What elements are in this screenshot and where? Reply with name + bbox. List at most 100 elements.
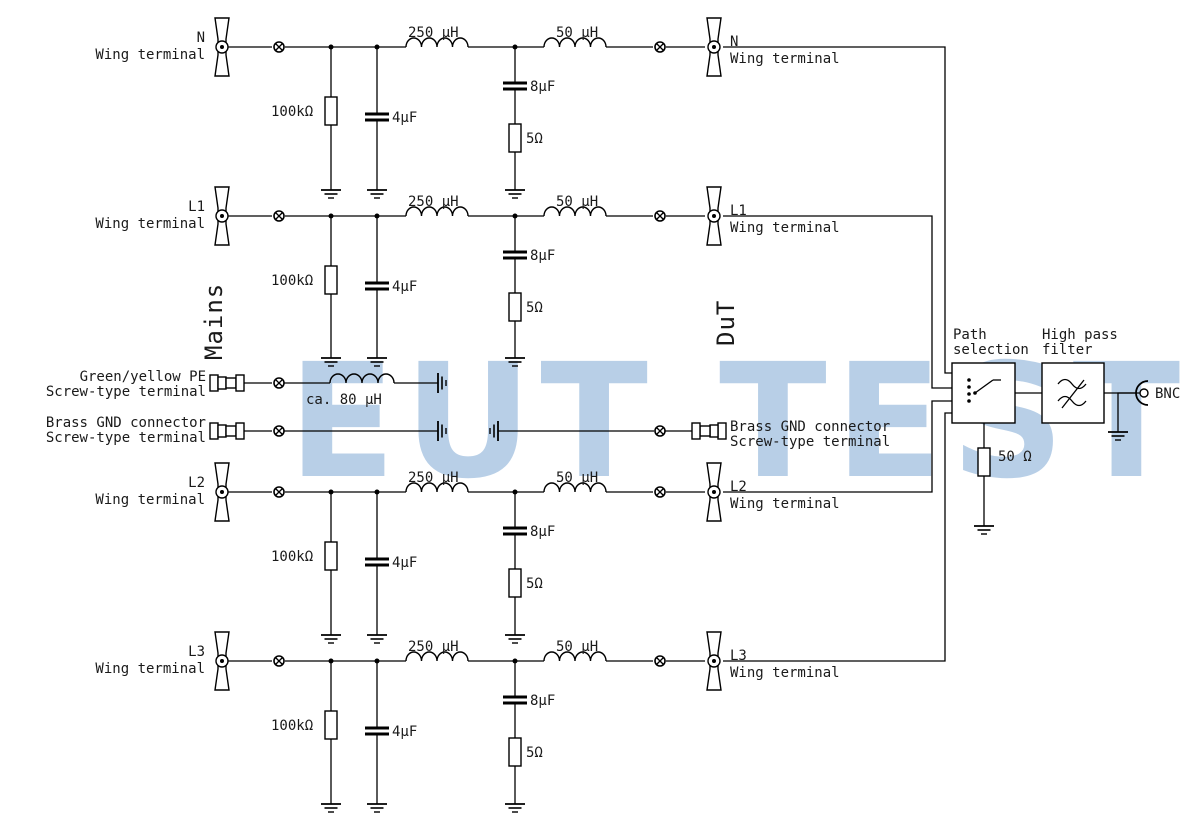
resistor-100k-label: 100kΩ [271,718,313,734]
wing-terminal-left-icon [214,462,230,522]
inductor-250-label: 250 μH [408,25,459,41]
resistor-100k-label: 100kΩ [271,273,313,289]
path-selection-label-1: Path [953,327,987,343]
inductor-250 [405,206,469,217]
inductor-50-label: 50 μH [556,470,598,486]
capacitor-4u-label: 4μF [392,279,417,295]
inductor-50 [543,482,607,493]
gnd-left-ground-icon [437,421,447,441]
screw-left-icon [273,486,285,498]
switch-icon [967,378,1001,403]
screw-right-icon [654,486,666,498]
wing-terminal-left-label: Wing terminal [95,216,205,232]
ground-icon [320,795,342,813]
gnd-right-terminal-icon [691,422,727,440]
capacitor-8u-label: 8μF [530,524,555,540]
screw-right-icon [654,655,666,667]
ground-icon [366,795,388,813]
pe-inductor-label: ca. 80 μH [306,392,382,408]
resistor-5-label: 5Ω [526,131,543,147]
resistor-5-label: 5Ω [526,576,543,592]
ground-icon [366,181,388,199]
ground-icon [366,626,388,644]
path-selection-label-2: selection [953,342,1029,358]
resistor-100k [324,96,338,126]
inductor-250-label: 250 μH [408,639,459,655]
pe-screw-icon [273,377,285,389]
high-pass-label-2: filter [1042,342,1093,358]
screw-right-icon [654,210,666,222]
line-name-right: L3 [730,648,747,664]
inductor-250-label: 250 μH [408,470,459,486]
dut-label: DuT [712,300,740,346]
pe-section: Green/yellow PE Screw-type terminal ca. … [46,369,447,408]
screw-left-icon [273,41,285,53]
resistor-5-label: 5Ω [526,745,543,761]
line-name-left: L1 [188,199,205,215]
inductor-50 [543,651,607,662]
wing-terminal-left-icon [214,17,230,77]
measurement-section: Path selection High pass filter BNC 50 Ω [723,46,1180,662]
inductor-50 [543,37,607,48]
resistor-5-label: 5Ω [526,300,543,316]
wing-terminal-left-icon [214,186,230,246]
capacitor-8u-label: 8μF [530,79,555,95]
ground-icon [504,181,526,199]
screw-left-icon [273,655,285,667]
gnd-right-screw-icon [654,425,666,437]
inductor-50-label: 50 μH [556,639,598,655]
wing-terminal-right-icon [706,631,722,691]
wing-terminal-right-icon [706,462,722,522]
resistor-100k-label: 100kΩ [271,104,313,120]
inductor-250-label: 250 μH [408,194,459,210]
resistor-5 [508,292,522,322]
resistor-100k [324,265,338,295]
screw-right-icon [654,41,666,53]
gnd-right-label-2: Screw-type terminal [730,434,890,450]
gnd-left-terminal-icon [209,422,245,440]
ground-icon [320,181,342,199]
gnd-left-label-1: Brass GND connector [46,415,206,431]
wing-terminal-left-icon [214,631,230,691]
inductor-250 [405,651,469,662]
capacitor-4u-label: 4μF [392,110,417,126]
resistor-5 [508,123,522,153]
inductor-50-label: 50 μH [556,194,598,210]
bnc-connector-icon [1107,380,1149,441]
gnd-left-label-2: Screw-type terminal [46,430,206,446]
filter-icon [1057,378,1087,409]
line-name-left: N [197,30,205,46]
resistor-100k-label: 100kΩ [271,549,313,565]
high-pass-label-1: High pass [1042,327,1118,343]
ground-icon [504,626,526,644]
resistor-100k [324,541,338,571]
line-name-right: L2 [730,479,747,495]
line-name-left: L2 [188,475,205,491]
capacitor-8u-label: 8μF [530,248,555,264]
wing-terminal-left-label: Wing terminal [95,492,205,508]
pe-label-2: Screw-type terminal [46,384,206,400]
line-name-right: N [730,34,738,50]
gnd-left-screw-icon [273,425,285,437]
wing-terminal-right-label: Wing terminal [730,496,840,512]
path-selection-box [951,362,1016,424]
capacitor-4u-label: 4μF [392,555,417,571]
screw-left-icon [273,210,285,222]
pe-terminal-icon [209,374,245,392]
gnd-section: Brass GND connector Screw-type terminal [46,415,890,450]
resistor-50 [977,447,991,477]
ground-icon [973,517,995,535]
resistor-100k [324,710,338,740]
ground-icon [504,795,526,813]
capacitor-8u-label: 8μF [530,693,555,709]
bnc-label: BNC [1155,386,1180,402]
resistor-5 [508,568,522,598]
resistor-5 [508,737,522,767]
line-name-left: L3 [188,644,205,660]
resistor-50-label: 50 Ω [998,449,1032,465]
wing-terminal-left-label: Wing terminal [95,661,205,677]
wing-terminal-left-label: Wing terminal [95,47,205,63]
